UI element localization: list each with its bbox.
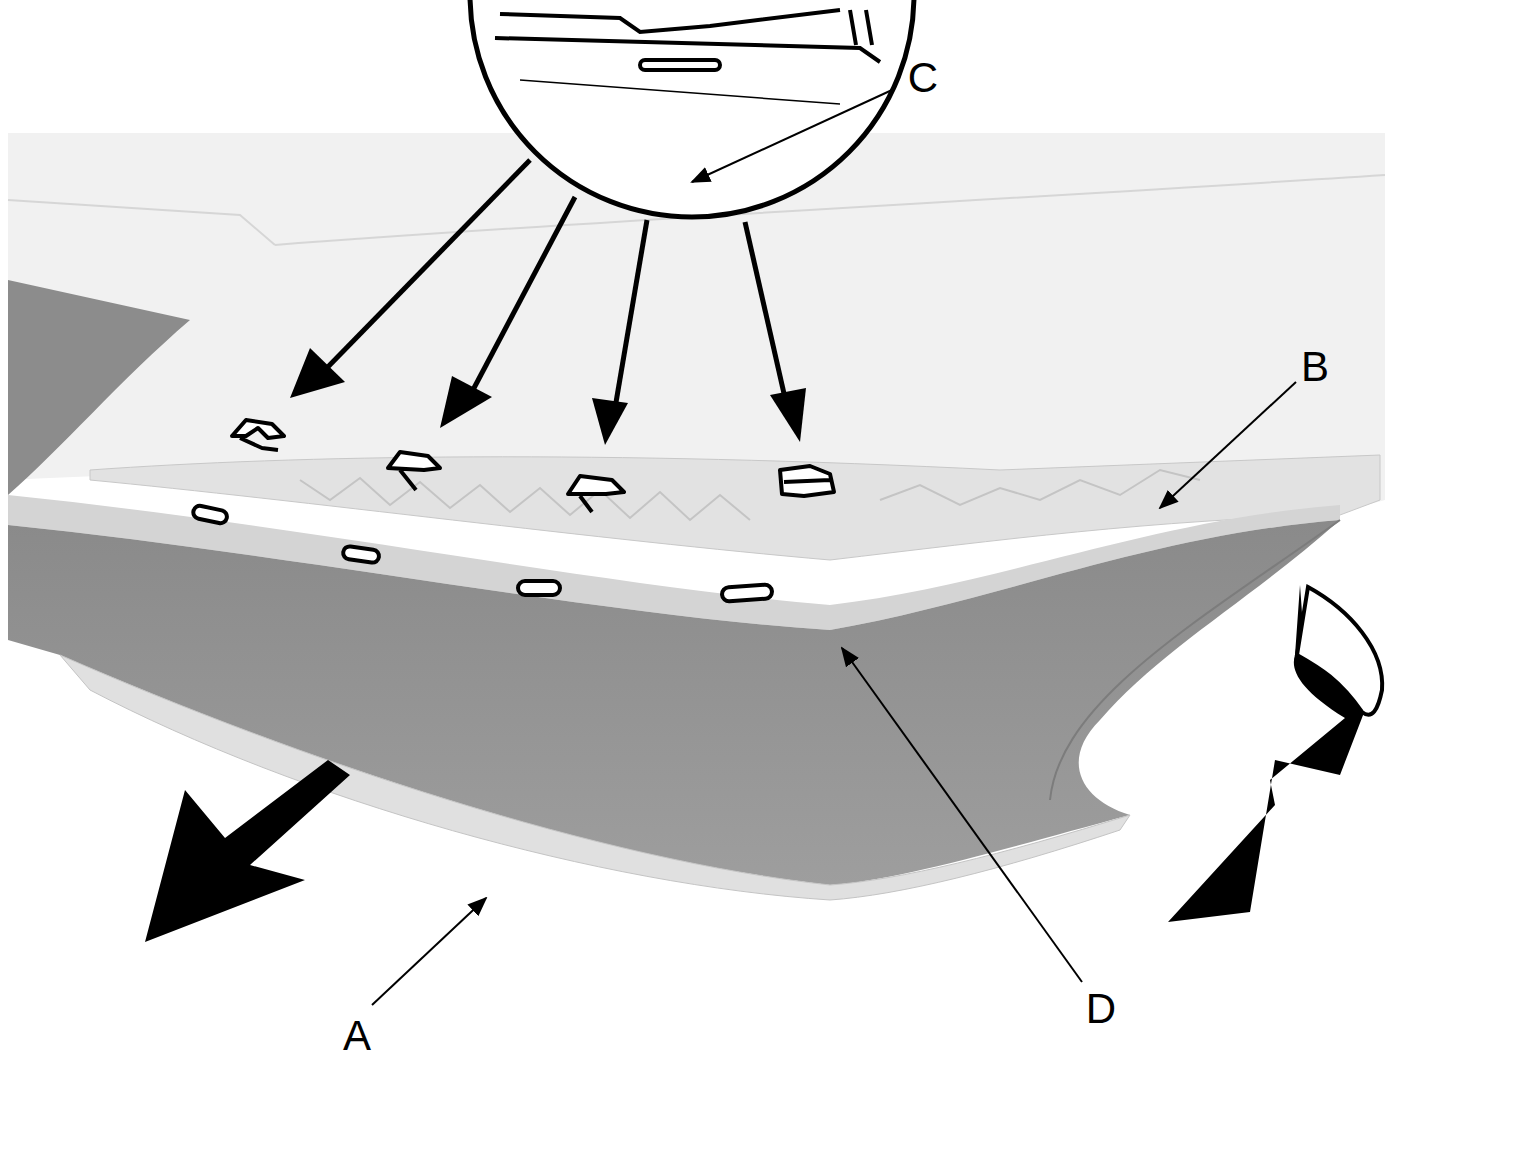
removal-arrow (145, 760, 350, 942)
leader-line (372, 90, 1296, 1005)
retaining-clip (232, 420, 834, 512)
pointer-arrow-head (290, 348, 806, 445)
detail-circle (470, 0, 914, 217)
hood-line (8, 200, 275, 245)
beam-ribs (300, 470, 1200, 520)
detail-clip (495, 10, 880, 104)
pointer-arrow (320, 160, 790, 420)
callout-letter: B (1301, 346, 1329, 388)
headlamp (8, 280, 190, 495)
callout-letter: D (1086, 988, 1116, 1030)
callout-letter: A (343, 1015, 371, 1057)
callout-letter: C (908, 57, 938, 99)
hood-line (275, 175, 1385, 245)
release-arrow (1297, 587, 1382, 715)
bumper-slot (192, 505, 772, 602)
